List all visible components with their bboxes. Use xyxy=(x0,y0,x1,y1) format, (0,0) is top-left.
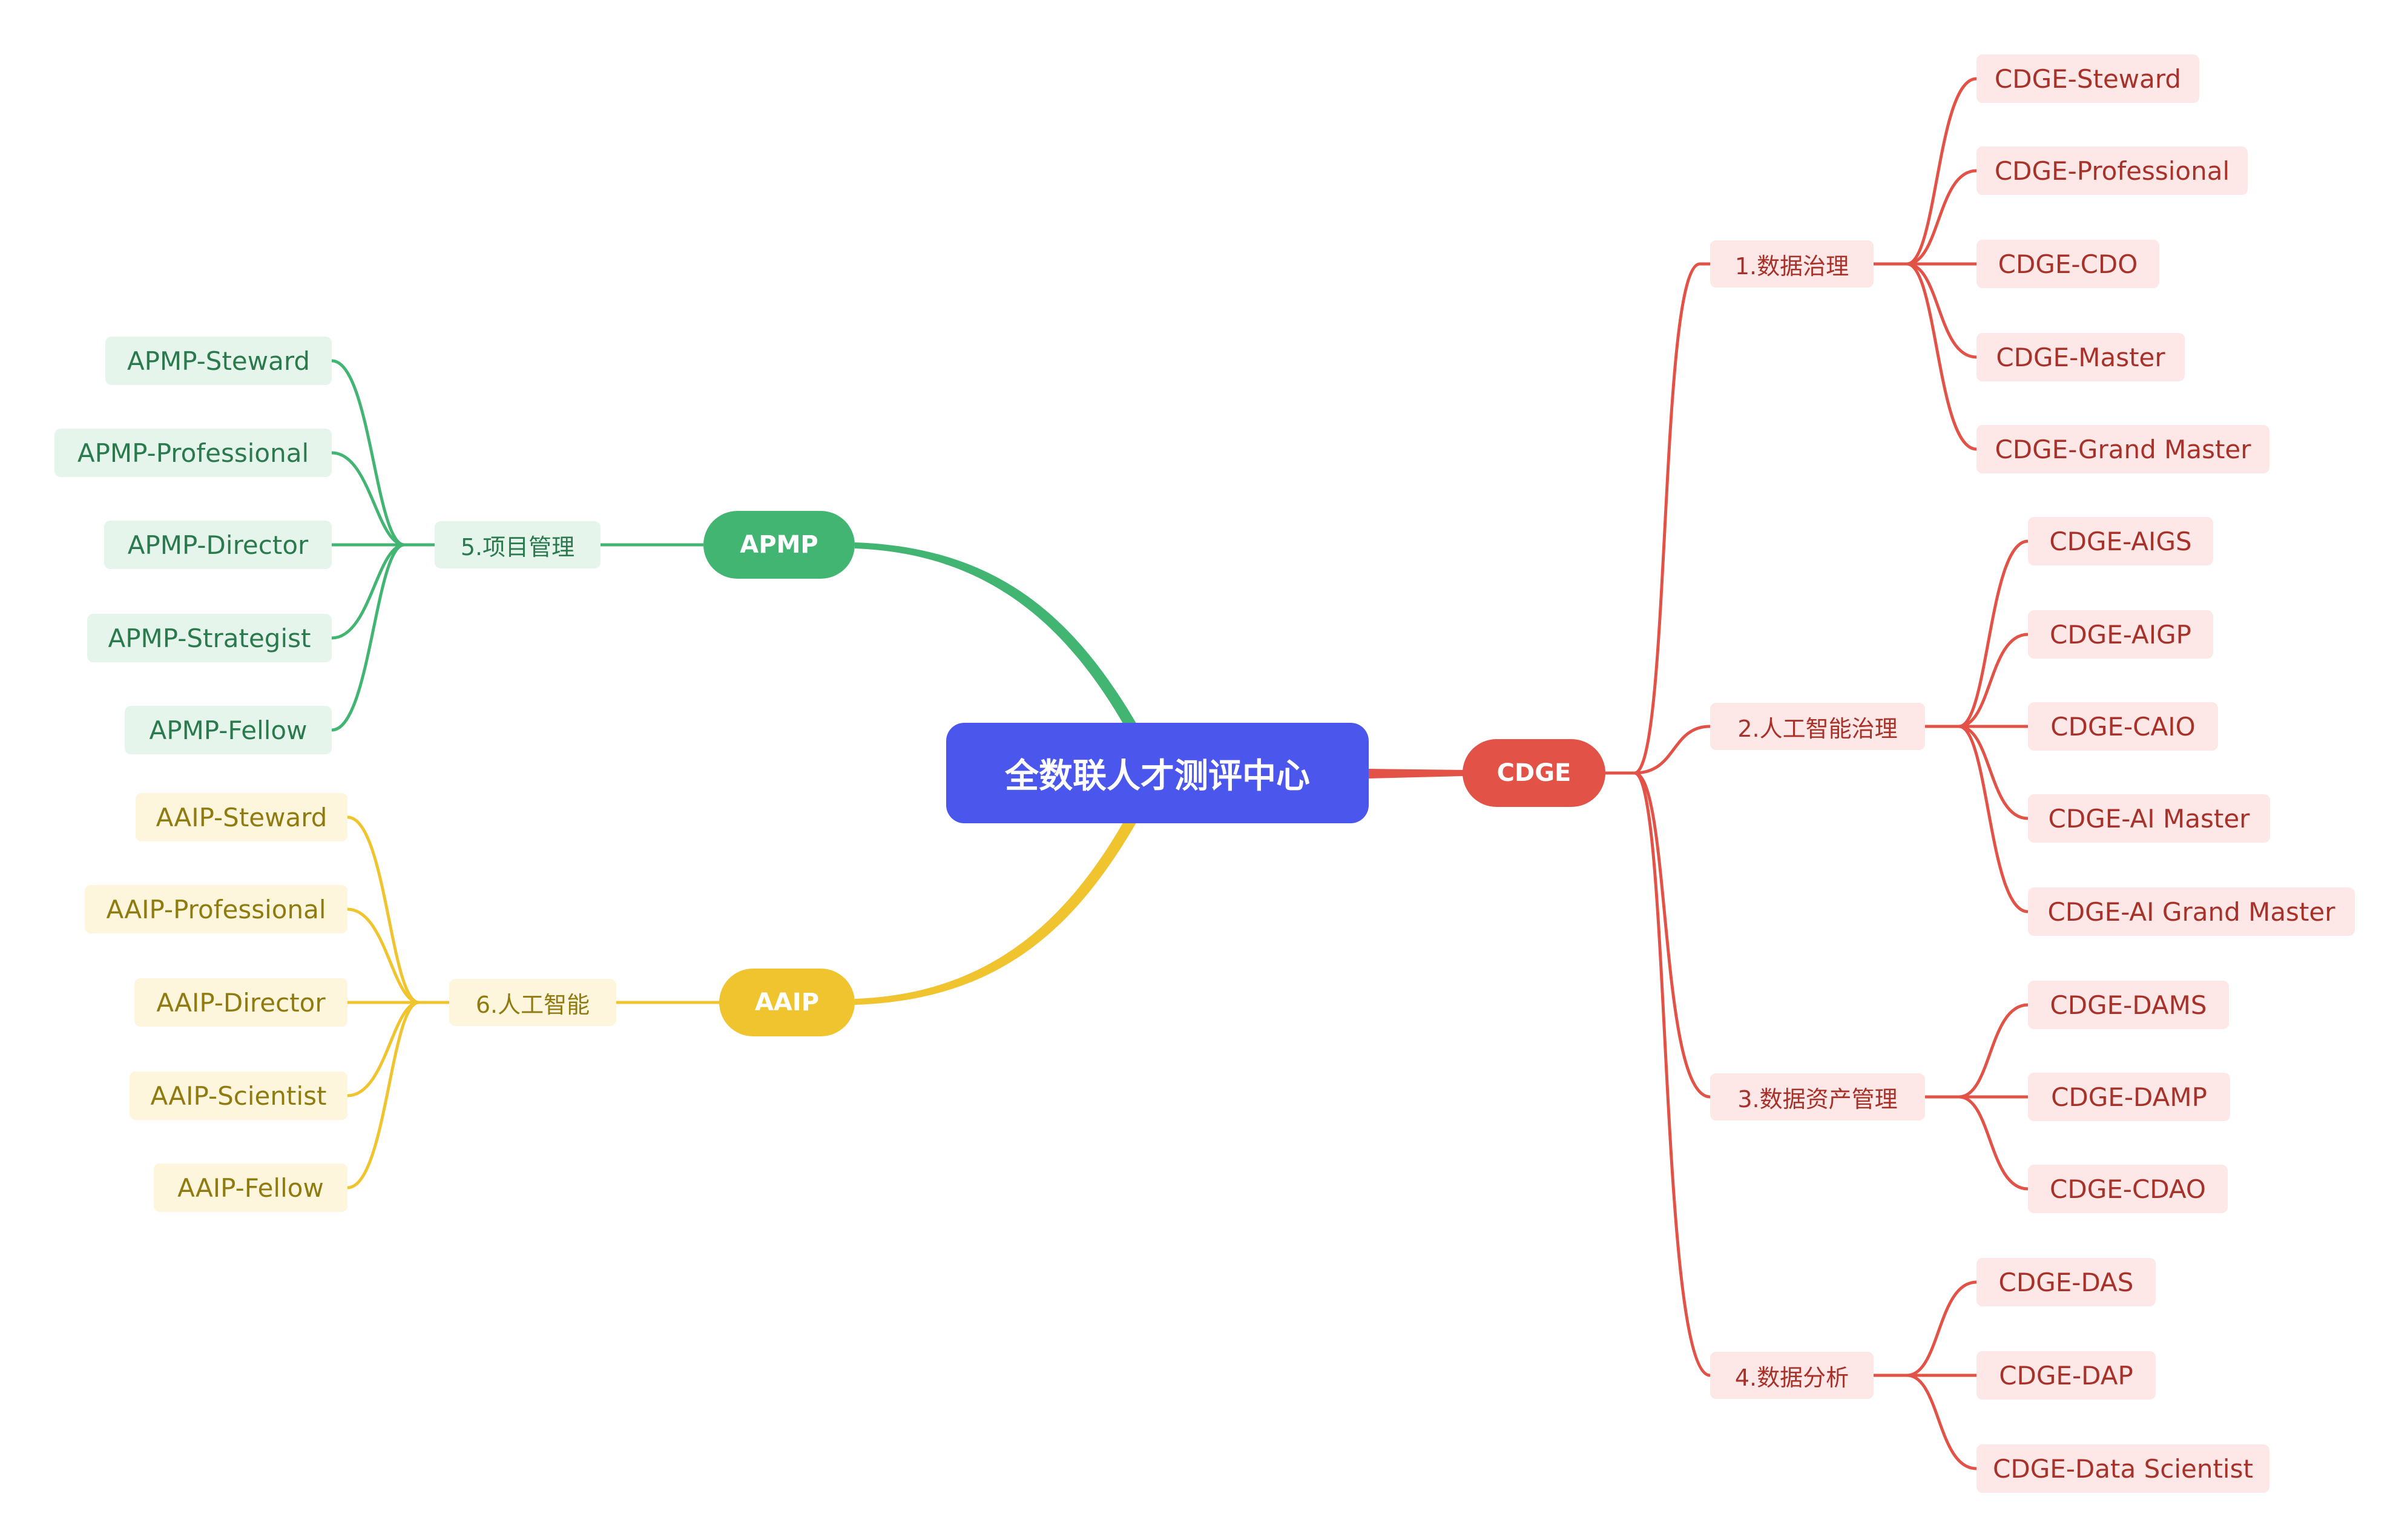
leaf-cdge-dap[interactable]: CDGE-DAP xyxy=(1976,1351,2156,1400)
cdge-sub1-leaf-connectors xyxy=(1874,77,1977,451)
aaip-connectors xyxy=(347,815,719,1190)
leaf-apmp-strategist[interactable]: APMP-Strategist xyxy=(87,614,332,662)
leaf-cdge-master[interactable]: CDGE-Master xyxy=(1976,333,2185,381)
leaf-aaip-professional[interactable]: AAIP-Professional xyxy=(85,885,347,933)
apmp-connectors xyxy=(331,359,703,732)
leaf-cdge-damp[interactable]: CDGE-DAMP xyxy=(2028,1073,2230,1121)
leaf-cdge-aigp[interactable]: CDGE-AIGP xyxy=(2028,610,2213,659)
subtopic-ai-governance[interactable]: 2.人工智能治理 xyxy=(1710,703,1925,750)
main-topic-apmp[interactable]: APMP xyxy=(703,511,855,579)
leaf-aaip-director[interactable]: AAIP-Director xyxy=(134,978,347,1027)
leaf-aaip-scientist[interactable]: AAIP-Scientist xyxy=(130,1071,347,1120)
leaf-cdge-ai-master[interactable]: CDGE-AI Master xyxy=(2028,794,2270,843)
leaf-apmp-professional[interactable]: APMP-Professional xyxy=(54,429,332,477)
leaf-apmp-steward[interactable]: APMP-Steward xyxy=(105,337,332,385)
subtopic-data-asset-management[interactable]: 3.数据资产管理 xyxy=(1710,1073,1925,1120)
leaf-cdge-cdao[interactable]: CDGE-CDAO xyxy=(2028,1165,2228,1213)
subtopic-project-management[interactable]: 5.项目管理 xyxy=(435,521,601,568)
leaf-cdge-grand-master[interactable]: CDGE-Grand Master xyxy=(1976,425,2269,473)
leaf-apmp-fellow[interactable]: APMP-Fellow xyxy=(125,706,332,754)
apmp-branch-connector xyxy=(855,542,1138,726)
leaf-cdge-caio[interactable]: CDGE-CAIO xyxy=(2028,702,2218,751)
leaf-cdge-data-scientist[interactable]: CDGE-Data Scientist xyxy=(1976,1444,2269,1493)
leaf-cdge-dams[interactable]: CDGE-DAMS xyxy=(2028,981,2229,1029)
leaf-cdge-cdo[interactable]: CDGE-CDO xyxy=(1976,240,2159,288)
aaip-branch-connector xyxy=(855,820,1138,1005)
cdge-sub4-leaf-connectors xyxy=(1874,1280,1977,1470)
leaf-aaip-fellow[interactable]: AAIP-Fellow xyxy=(154,1163,347,1212)
cdge-branch-connector xyxy=(1369,769,1465,778)
leaf-cdge-professional[interactable]: CDGE-Professional xyxy=(1976,146,2248,195)
leaf-apmp-director[interactable]: APMP-Director xyxy=(104,521,332,569)
leaf-cdge-steward[interactable]: CDGE-Steward xyxy=(1976,54,2199,103)
cdge-sub3-leaf-connectors xyxy=(1925,1003,2029,1191)
leaf-aaip-steward[interactable]: AAIP-Steward xyxy=(136,793,347,841)
main-topic-cdge[interactable]: CDGE xyxy=(1463,739,1605,807)
subtopic-artificial-intelligence[interactable]: 6.人工智能 xyxy=(449,979,616,1026)
leaf-cdge-ai-grand-master[interactable]: CDGE-AI Grand Master xyxy=(2028,887,2355,936)
cdge-sub2-leaf-connectors xyxy=(1925,539,2029,913)
leaf-cdge-das[interactable]: CDGE-DAS xyxy=(1976,1258,2156,1306)
subtopic-data-governance[interactable]: 1.数据治理 xyxy=(1710,240,1874,288)
cdge-sub-connectors xyxy=(1603,262,1711,1377)
subtopic-data-analysis[interactable]: 4.数据分析 xyxy=(1710,1352,1874,1399)
main-topic-aaip[interactable]: AAIP xyxy=(719,969,855,1036)
leaf-cdge-aigs[interactable]: CDGE-AIGS xyxy=(2028,517,2213,565)
root-topic[interactable]: 全数联人才测评中心 xyxy=(946,723,1369,823)
